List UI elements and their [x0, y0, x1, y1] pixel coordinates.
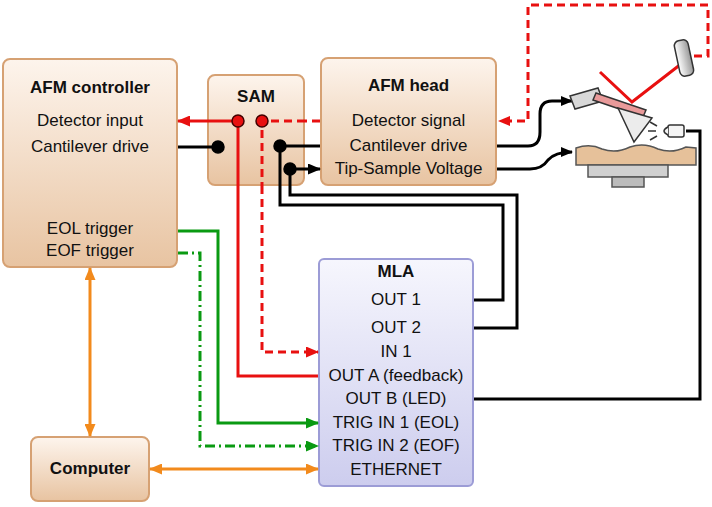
port-label: EOF trigger: [4, 241, 176, 261]
port-label: Cantilever drive: [322, 136, 495, 156]
afm-head-box: AFM headDetector signalCantilever driveT…: [320, 57, 497, 186]
signal-wire: [290, 169, 517, 328]
port-label: ETHERNET: [320, 460, 472, 480]
stage-foot: [612, 177, 644, 187]
port-label: IN 1: [320, 342, 472, 362]
mla-box: MLA OUT 1 OUT 2 IN 1 OUT A (feedback) OUT B (…: [318, 258, 474, 487]
signal-wire: [238, 186, 318, 376]
signal-wire: [305, 120, 320, 123]
port-label: TRIG IN 1 (EOL): [320, 413, 472, 433]
signal-wire: [89, 268, 92, 436]
voltage-wire: [497, 152, 572, 169]
port-label: Cantilever drive: [4, 137, 176, 157]
computer-box: Computer: [30, 436, 150, 502]
port-label: TRIG IN 2 (EOF): [320, 436, 472, 456]
box-title: AFM head: [322, 76, 495, 96]
port-label: EOL trigger: [4, 219, 176, 239]
port-label: OUT B (LED): [320, 389, 472, 409]
port-label: Tip-Sample Voltage: [322, 159, 495, 179]
signal-wire: [178, 253, 318, 446]
led-symbol: [648, 122, 684, 140]
port-label: OUT 1: [320, 290, 472, 310]
box-title: SAM: [209, 87, 303, 107]
controller-box: AFM controllerDetector inputCantilever d…: [2, 58, 178, 268]
drive-wire: [497, 101, 572, 146]
sample: [576, 145, 696, 165]
port-label: OUT 2: [320, 318, 472, 338]
box-title: MLA: [320, 262, 472, 282]
port-label: OUT A (feedback): [320, 366, 472, 386]
signal-wire: [280, 186, 503, 300]
box-title: AFM controller: [4, 78, 176, 98]
detector-feedback: [499, 5, 708, 121]
signal-wire: [178, 120, 207, 123]
box-title: Computer: [32, 459, 148, 479]
port-label: Detector signal: [322, 111, 495, 131]
signal-wire: [150, 468, 318, 471]
laser-beam: [600, 64, 681, 102]
signal-wire: [178, 146, 207, 149]
junction-dots: [212, 115, 296, 175]
photodetector: [673, 39, 694, 77]
led-wire: [474, 131, 700, 399]
signal-wire: [262, 186, 318, 352]
stage: [588, 165, 668, 177]
port-label: Detector input: [4, 111, 176, 131]
cantilever-tip: [618, 108, 652, 142]
signal-wire: [305, 145, 320, 148]
